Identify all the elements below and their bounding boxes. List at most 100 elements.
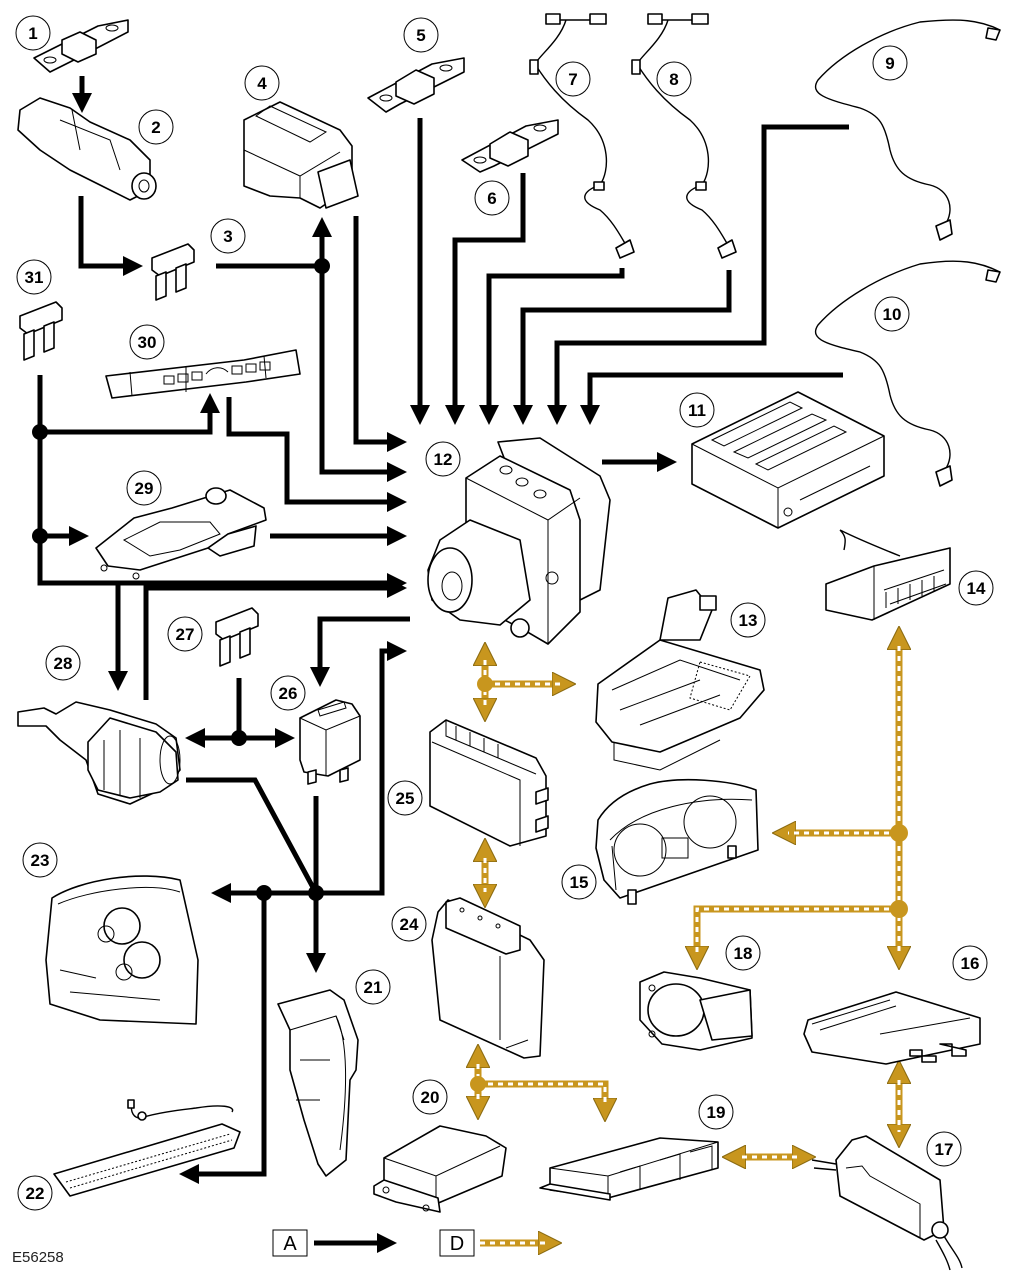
component-10-wheel-speed-sensor[interactable] (815, 260, 1001, 487)
control-module-box-icon (691, 391, 885, 529)
legend-key-a: A (283, 1233, 297, 1255)
callout-25: 25 (387, 780, 423, 816)
component-26-relay[interactable] (299, 699, 361, 785)
rear-lamp-icon (277, 989, 359, 1177)
callout-5: 5 (403, 17, 439, 53)
component-11-module[interactable] (691, 391, 885, 529)
svg-text:18: 18 (734, 944, 753, 963)
svg-text:26: 26 (279, 684, 298, 703)
component-27-fuse[interactable] (215, 607, 259, 667)
svg-text:20: 20 (421, 1088, 440, 1107)
wire-to-22 (179, 893, 267, 1184)
component-14-diagnostic-connector[interactable] (825, 529, 951, 621)
callout-2: 2 (138, 109, 174, 145)
wire-9-to-12 (547, 124, 849, 425)
component-24-engine-module[interactable] (431, 897, 545, 1059)
wire-junction-node (231, 730, 247, 746)
component-22-stop-lamp[interactable] (53, 1099, 241, 1197)
callout-16: 16 (952, 945, 988, 981)
component-15-instrument-cluster[interactable] (595, 778, 759, 905)
callout-15: 15 (561, 864, 597, 900)
callout-13: 13 (730, 602, 766, 638)
callout-23: 23 (22, 842, 58, 878)
steering-angle-sensor-icon (639, 971, 753, 1051)
callout-30: 30 (129, 324, 165, 360)
legend: A D (272, 1229, 552, 1257)
component-9-wheel-speed-sensor[interactable] (815, 19, 1001, 241)
wire-30-to-12 (226, 397, 407, 512)
component-4-sensor-module[interactable] (243, 101, 359, 209)
component-28-brake-switch[interactable] (17, 701, 181, 805)
component-18-steering-angle-sensor[interactable] (639, 971, 753, 1051)
component-20-restraints-module[interactable] (373, 1125, 507, 1213)
callout-14: 14 (958, 570, 994, 606)
callout-8: 8 (656, 61, 692, 97)
svg-text:23: 23 (31, 851, 50, 870)
wire-lamps-to-12 (316, 641, 407, 896)
wire-junction-node (314, 258, 330, 274)
callout-26: 26 (270, 675, 306, 711)
svg-text:27: 27 (176, 625, 195, 644)
component-3-fuse[interactable] (151, 243, 195, 301)
component-7-wheel-speed-sensor[interactable] (529, 13, 635, 259)
callout-6: 6 (474, 180, 510, 216)
svg-text:21: 21 (364, 978, 383, 997)
legend-item-databus: D (439, 1229, 552, 1257)
svg-text:4: 4 (257, 74, 267, 93)
component-16-junction-box[interactable] (803, 991, 981, 1065)
component-8-wheel-speed-sensor[interactable] (631, 13, 737, 259)
wire-junction-node (32, 528, 48, 544)
transmission-control-module-icon (595, 589, 765, 771)
svg-text:31: 31 (25, 268, 44, 287)
high-mounted-stop-lamp-icon (53, 1099, 241, 1197)
callout-18: 18 (725, 935, 761, 971)
wire-31-to-30 (40, 393, 220, 435)
component-23-rear-lamp[interactable] (45, 875, 199, 1025)
wire-2-to-3 (78, 196, 143, 276)
callout-24: 24 (391, 906, 427, 942)
component-21-rear-lamp[interactable] (277, 989, 359, 1177)
blade-fuse-icon (19, 301, 63, 361)
component-30-switch-panel[interactable] (105, 349, 301, 399)
wire-junction-node (32, 424, 48, 440)
component-6-fuse[interactable] (461, 119, 559, 173)
svg-text:25: 25 (396, 789, 415, 808)
figure-reference-id: E56258 (12, 1249, 64, 1266)
component-29-switch-pack[interactable] (95, 487, 267, 580)
rear-lamp-icon (45, 875, 199, 1025)
legend-key-d: D (450, 1233, 464, 1255)
svg-text:24: 24 (400, 915, 419, 934)
databus-connections (470, 640, 908, 1157)
blade-fuse-icon (215, 607, 259, 667)
bus-14-15-18-16 (697, 640, 908, 960)
component-12-abs-modulator[interactable] (427, 437, 611, 645)
svg-text:7: 7 (568, 70, 577, 89)
mega-fuse-icon (33, 19, 129, 73)
sensor-module-icon (243, 101, 359, 209)
component-25-module[interactable] (429, 719, 549, 847)
component-2-ignition-switch[interactable] (17, 97, 157, 201)
svg-text:14: 14 (967, 579, 986, 598)
component-19-module[interactable] (539, 1137, 719, 1201)
svg-text:10: 10 (883, 305, 902, 324)
bus-24-20-19 (470, 1058, 605, 1112)
svg-text:15: 15 (570, 873, 589, 892)
svg-text:3: 3 (223, 227, 232, 246)
callout-27: 27 (167, 616, 203, 652)
component-1-fuse[interactable] (33, 19, 129, 73)
component-5-fuse[interactable] (367, 57, 465, 113)
svg-text:1: 1 (28, 24, 37, 43)
svg-text:17: 17 (935, 1140, 954, 1159)
wheel-speed-sensor-icon (631, 13, 737, 259)
callout-22: 22 (17, 1175, 53, 1211)
wire-7-to-12 (479, 268, 625, 425)
callout-21: 21 (355, 969, 391, 1005)
component-17-steering-column-module[interactable] (811, 1135, 963, 1271)
abs-modulator-icon (427, 437, 611, 645)
wire-28-to-12 (143, 578, 407, 700)
callout-29: 29 (126, 470, 162, 506)
component-13-transmission-module[interactable] (595, 589, 765, 771)
component-31-fuse[interactable] (19, 301, 63, 361)
svg-text:9: 9 (885, 54, 894, 73)
